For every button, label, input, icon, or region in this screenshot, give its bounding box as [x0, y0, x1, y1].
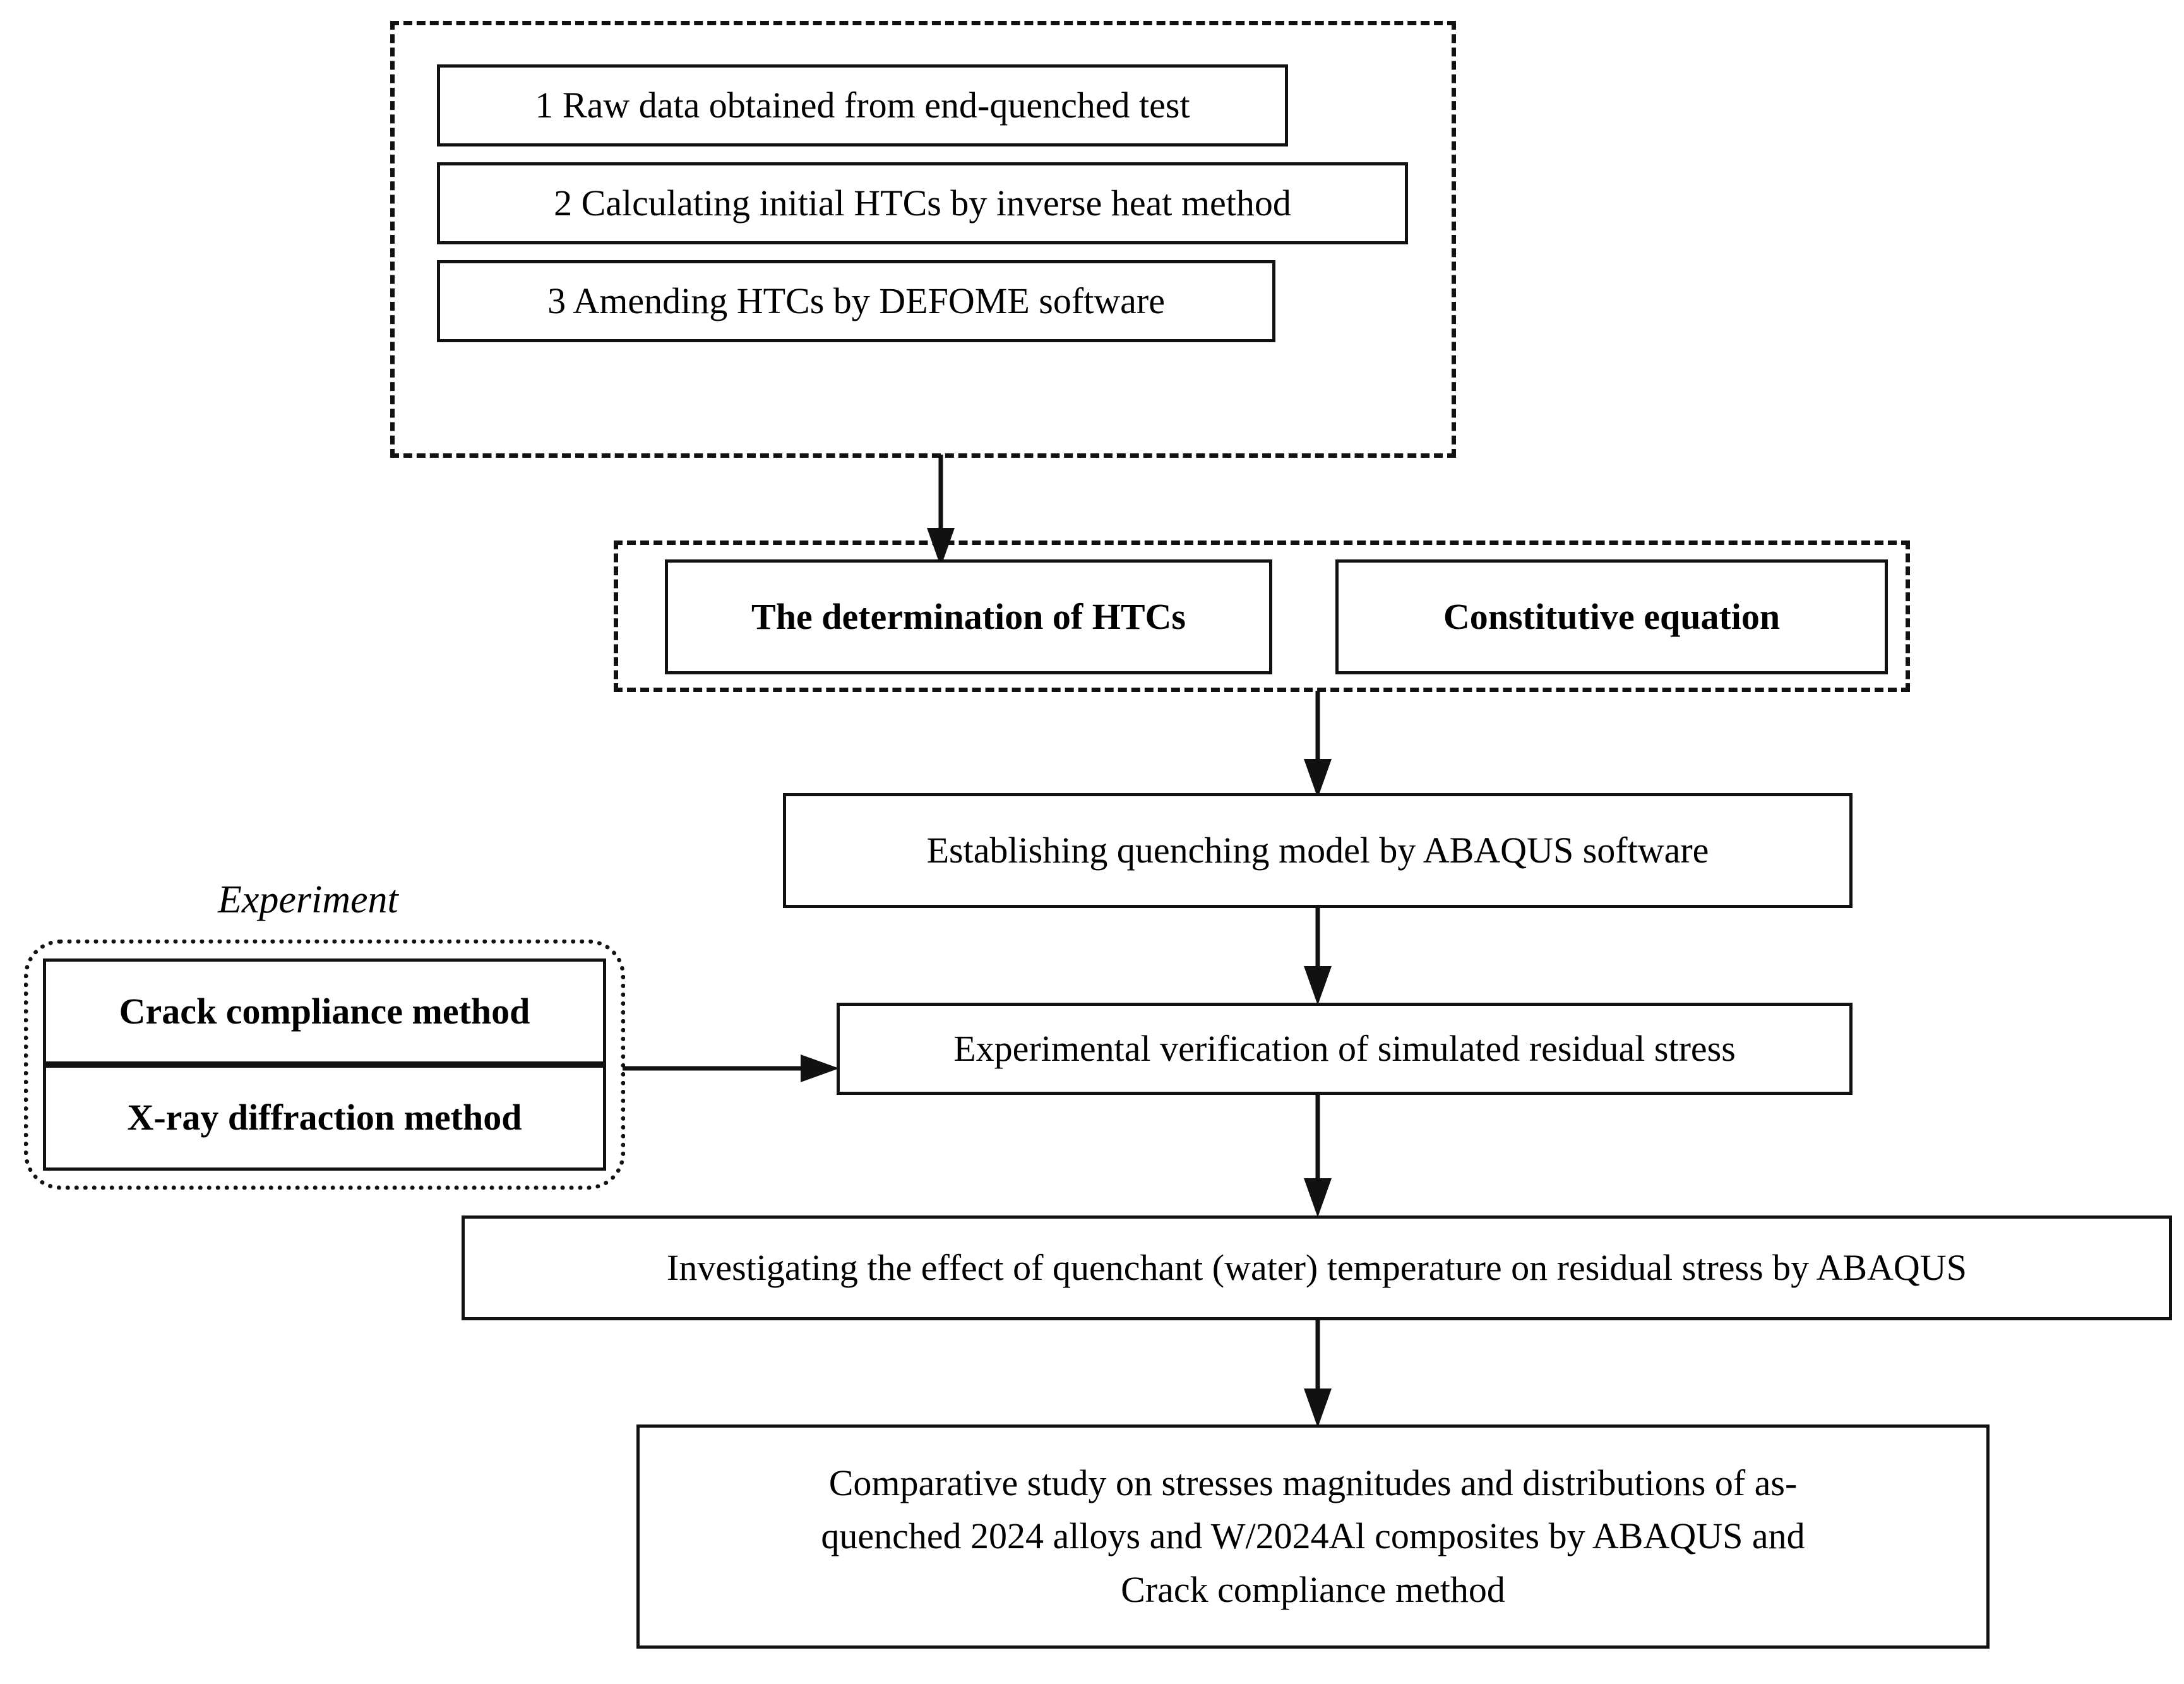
node-step-3-label: 3 Amending HTCs by DEFOME software [547, 280, 1165, 321]
group-model-inputs-dashed-container [614, 540, 1910, 692]
group-experiment-title: Experiment [218, 878, 398, 921]
node-xrd-method[interactable]: X-ray diffraction method [43, 1065, 606, 1171]
node-step-2[interactable]: 2 Calculating initial HTCs by inverse he… [437, 162, 1408, 244]
edge-establishing-to-verification [1304, 907, 1332, 1005]
node-htc-determination-label: The determination of HTCs [751, 595, 1186, 637]
node-step-1-label: 1 Raw data obtained from end-quenched te… [535, 84, 1190, 126]
node-investigating-effect-label: Investigating the effect of quenchant (w… [667, 1246, 1967, 1288]
node-constitutive-equation-label: Constitutive equation [1443, 595, 1781, 637]
node-experimental-verification-label: Experimental verification of simulated r… [953, 1027, 1736, 1069]
edge-model-to-establishing [1304, 691, 1332, 798]
node-xrd-method-label: X-ray diffraction method [127, 1096, 522, 1138]
node-establishing-model[interactable]: Establishing quenching model by ABAQUS s… [783, 793, 1853, 908]
node-investigating-effect[interactable]: Investigating the effect of quenchant (w… [462, 1215, 2172, 1320]
node-step-2-label: 2 Calculating initial HTCs by inverse he… [554, 182, 1291, 224]
group-experiment-dotted-container [24, 940, 625, 1190]
group-inputs-dashed-container [390, 21, 1456, 458]
edge-experiment-to-verification [623, 1054, 839, 1082]
node-htc-determination[interactable]: The determination of HTCs [665, 559, 1272, 674]
node-crack-compliance-method[interactable]: Crack compliance method [43, 958, 606, 1065]
edge-verification-to-investigating [1304, 1094, 1332, 1217]
node-comparative-study[interactable]: Comparative study on stresses magnitudes… [636, 1424, 1990, 1649]
node-comparative-study-label: Comparative study on stresses magnitudes… [821, 1462, 1805, 1610]
edge-investigating-to-comparative [1304, 1319, 1332, 1428]
node-constitutive-equation[interactable]: Constitutive equation [1335, 559, 1888, 674]
node-establishing-model-label: Establishing quenching model by ABAQUS s… [926, 829, 1709, 871]
node-step-1[interactable]: 1 Raw data obtained from end-quenched te… [437, 64, 1288, 146]
node-crack-compliance-method-label: Crack compliance method [119, 990, 530, 1032]
node-step-3[interactable]: 3 Amending HTCs by DEFOME software [437, 260, 1275, 342]
node-experimental-verification[interactable]: Experimental verification of simulated r… [837, 1003, 1853, 1095]
